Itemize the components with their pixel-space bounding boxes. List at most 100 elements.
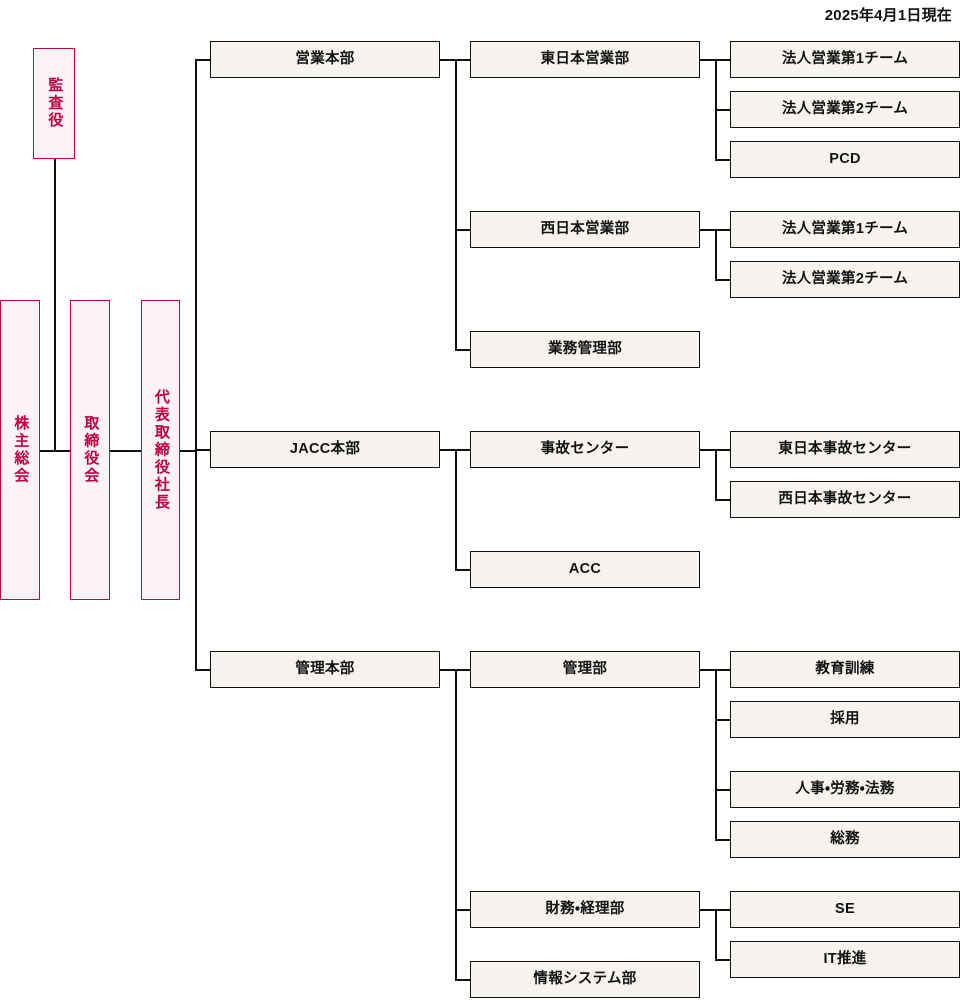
node-training[interactable]: 教育訓練 bbox=[730, 651, 960, 688]
connector-west-japan-spine bbox=[715, 229, 717, 280]
connector-board-president bbox=[110, 450, 142, 452]
connector-west-accident-center bbox=[715, 499, 731, 501]
connector-sales-hq-east bbox=[455, 59, 471, 61]
node-finance-accounting-label: 財務・経理部 bbox=[545, 901, 625, 918]
node-admin-hq-label: 管理本部 bbox=[295, 661, 355, 678]
node-east-japan-sales[interactable]: 東日本営業部 bbox=[470, 41, 700, 78]
node-general-affairs[interactable]: 総務 bbox=[730, 821, 960, 858]
connector-east-accident-center bbox=[715, 449, 731, 451]
node-west-accident-center-label: 西日本事故センター bbox=[778, 491, 912, 508]
node-general-affairs-label: 総務 bbox=[830, 831, 860, 848]
connector-accident-center-spine bbox=[715, 449, 717, 500]
node-east-accident-center-label: 東日本事故センター bbox=[778, 441, 912, 458]
node-accident-center[interactable]: 事故センター bbox=[470, 431, 700, 468]
node-west-japan-sales[interactable]: 西日本営業部 bbox=[470, 211, 700, 248]
connector-sales-hq-out bbox=[440, 59, 456, 61]
node-east-japan-sales-label: 東日本営業部 bbox=[540, 51, 630, 68]
connector-admin-dept-out bbox=[700, 669, 716, 671]
node-operations-management[interactable]: 業務管理部 bbox=[470, 331, 700, 368]
node-it-promotion[interactable]: IT推進 bbox=[730, 941, 960, 978]
node-operations-management-label: 業務管理部 bbox=[548, 341, 622, 358]
node-east-corp-team-1-label: 法人営業第1チーム bbox=[781, 51, 909, 68]
node-east-corp-team-1[interactable]: 法人営業第1チーム bbox=[730, 41, 960, 78]
node-information-systems-label: 情報システム部 bbox=[533, 971, 637, 988]
node-auditor-label: 監査役 bbox=[46, 77, 64, 130]
connector-admin-dept bbox=[455, 669, 471, 671]
node-auditor[interactable]: 監査役 bbox=[33, 48, 75, 159]
connector-trunk-sales-hq bbox=[195, 59, 211, 61]
connector-finance-accounting-spine bbox=[715, 909, 717, 960]
connector-it-promotion bbox=[715, 959, 731, 961]
connector-shareholders-board bbox=[39, 450, 71, 452]
node-recruiting[interactable]: 採用 bbox=[730, 701, 960, 738]
node-training-label: 教育訓練 bbox=[815, 661, 875, 678]
node-admin-dept[interactable]: 管理部 bbox=[470, 651, 700, 688]
connector-hr-labor-legal bbox=[715, 789, 731, 791]
connector-sales-hq-operations bbox=[455, 349, 471, 351]
node-admin-hq[interactable]: 管理本部 bbox=[210, 651, 440, 688]
node-jacc-hq-label: JACC本部 bbox=[289, 441, 361, 458]
node-recruiting-label: 採用 bbox=[830, 711, 860, 728]
connector-jacc-acc bbox=[455, 569, 471, 571]
node-shareholders-meeting[interactable]: 株主総会 bbox=[0, 300, 40, 600]
connector-west-team-2 bbox=[715, 279, 731, 281]
node-shareholders-meeting-label: 株主総会 bbox=[12, 415, 30, 485]
node-east-corp-team-2[interactable]: 法人営業第2チーム bbox=[730, 91, 960, 128]
connector-east-team-2 bbox=[715, 109, 731, 111]
connector-admin-hq-spine bbox=[455, 669, 457, 980]
node-west-japan-sales-label: 西日本営業部 bbox=[540, 221, 630, 238]
connector-sales-hq-west bbox=[455, 229, 471, 231]
connector-information-systems bbox=[455, 979, 471, 981]
connector-trunk-admin-hq bbox=[195, 669, 211, 671]
node-board-of-directors-label: 取締役会 bbox=[82, 415, 100, 485]
node-west-corp-team-2[interactable]: 法人営業第2チーム bbox=[730, 261, 960, 298]
connector-west-team-1 bbox=[715, 229, 731, 231]
connector-sales-hq-spine bbox=[455, 59, 457, 350]
node-west-corp-team-2-label: 法人営業第2チーム bbox=[781, 271, 909, 288]
connector-jacc-hq-spine bbox=[455, 449, 457, 570]
node-west-corp-team-1[interactable]: 法人営業第1チーム bbox=[730, 211, 960, 248]
connector-accident-center-out bbox=[700, 449, 716, 451]
node-president[interactable]: 代表取締役社長 bbox=[141, 300, 180, 600]
node-acc-label: ACC bbox=[568, 561, 602, 578]
node-west-corp-team-1-label: 法人営業第1チーム bbox=[781, 221, 909, 238]
connector-president-trunk bbox=[179, 450, 197, 452]
node-east-accident-center[interactable]: 東日本事故センター bbox=[730, 431, 960, 468]
connector-east-pcd bbox=[715, 159, 731, 161]
connector-jacc-accident-center bbox=[455, 449, 471, 451]
connector-finance-accounting-out bbox=[700, 909, 716, 911]
node-hr-labor-legal[interactable]: 人事・労務・法務 bbox=[730, 771, 960, 808]
node-se[interactable]: SE bbox=[730, 891, 960, 928]
connector-west-japan-out bbox=[700, 229, 716, 231]
connector-recruiting bbox=[715, 719, 731, 721]
node-west-accident-center[interactable]: 西日本事故センター bbox=[730, 481, 960, 518]
connector-se bbox=[715, 909, 731, 911]
node-accident-center-label: 事故センター bbox=[540, 441, 630, 458]
connector-admin-hq-out bbox=[440, 669, 456, 671]
connector-trunk-jacc-hq bbox=[195, 449, 211, 451]
connector-jacc-hq-out bbox=[440, 449, 456, 451]
node-admin-dept-label: 管理部 bbox=[562, 661, 608, 678]
node-east-corp-team-2-label: 法人営業第2チーム bbox=[781, 101, 909, 118]
node-president-label: 代表取締役社長 bbox=[152, 388, 170, 512]
connector-auditor-drop bbox=[54, 158, 56, 451]
node-sales-hq[interactable]: 営業本部 bbox=[210, 41, 440, 78]
connector-east-japan-out bbox=[700, 59, 716, 61]
node-east-pcd[interactable]: PCD bbox=[730, 141, 960, 178]
node-hr-labor-legal-label: 人事・労務・法務 bbox=[795, 781, 895, 798]
connector-division-trunk bbox=[195, 59, 197, 671]
connector-training bbox=[715, 669, 731, 671]
node-sales-hq-label: 営業本部 bbox=[295, 51, 355, 68]
connector-finance-accounting bbox=[455, 909, 471, 911]
node-east-pcd-label: PCD bbox=[829, 151, 861, 168]
node-information-systems[interactable]: 情報システム部 bbox=[470, 961, 700, 998]
connector-general-affairs bbox=[715, 839, 731, 841]
node-se-label: SE bbox=[835, 901, 855, 918]
node-finance-accounting[interactable]: 財務・経理部 bbox=[470, 891, 700, 928]
node-acc[interactable]: ACC bbox=[470, 551, 700, 588]
node-jacc-hq[interactable]: JACC本部 bbox=[210, 431, 440, 468]
node-board-of-directors[interactable]: 取締役会 bbox=[70, 300, 110, 600]
connector-admin-dept-spine bbox=[715, 669, 717, 840]
chart-date-caption: 2025年4月1日現在 bbox=[824, 7, 952, 24]
